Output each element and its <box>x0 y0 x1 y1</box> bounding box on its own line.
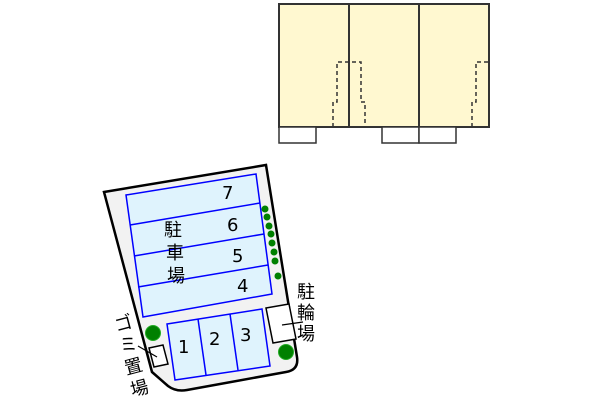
entrance-step <box>278 126 317 144</box>
stair-outline <box>471 61 489 127</box>
bicycle-label-char: 駐 <box>297 282 315 303</box>
parking-label-char: 駐 <box>164 220 182 241</box>
parking-label-char: 車 <box>166 243 184 264</box>
building <box>278 3 490 144</box>
space-number-6: 6 <box>227 215 238 236</box>
space-number-2: 2 <box>209 329 220 350</box>
entrance-step <box>418 126 457 144</box>
stair-outline <box>332 61 366 127</box>
space-number-1: 1 <box>178 337 189 358</box>
space-number-5: 5 <box>232 246 243 267</box>
garbage-label-char: ミ <box>117 333 140 358</box>
garbage-box <box>148 344 169 368</box>
parking-label-char: 場 <box>167 266 185 287</box>
garbage-label-char: 場 <box>128 377 151 400</box>
lower-parking-spaces <box>166 308 271 381</box>
garbage-label-char: ゴ <box>112 312 135 337</box>
space-number-4: 4 <box>237 276 248 297</box>
garbage-label-char: 置 <box>122 355 145 380</box>
bicycle-label-char: 輪 <box>297 303 315 324</box>
entrance-step <box>381 126 420 144</box>
bicycle-label-char: 場 <box>297 324 315 345</box>
bicycle-parking-box <box>265 303 297 344</box>
hedge-trees <box>261 205 282 280</box>
space-number-7: 7 <box>222 183 233 204</box>
space-number-3: 3 <box>240 325 251 346</box>
upper-parking-spaces <box>125 173 273 318</box>
tree-icon <box>145 325 161 341</box>
tree-icon <box>278 344 294 360</box>
